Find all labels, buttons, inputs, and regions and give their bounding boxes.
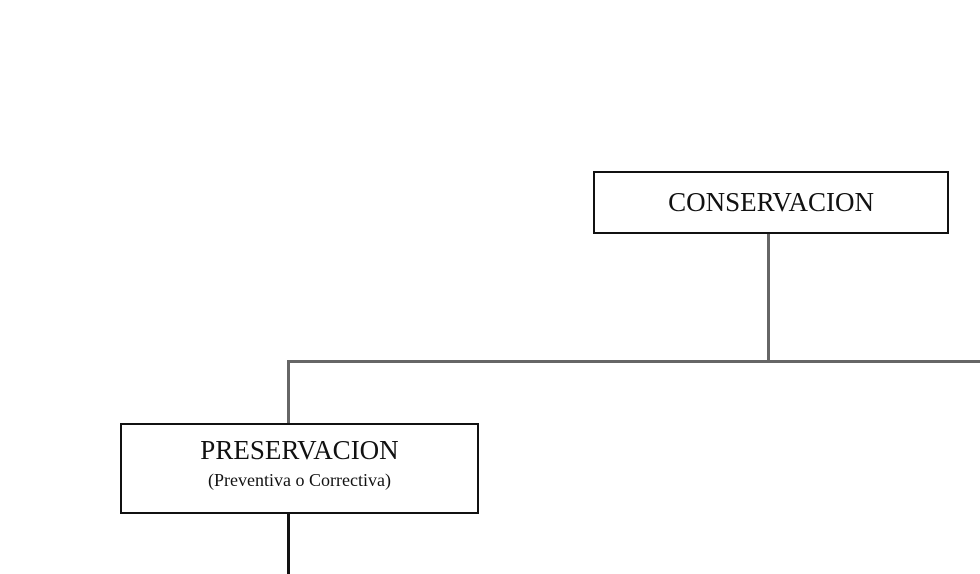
connector-down-to-preservacion (287, 360, 290, 424)
node-label: CONSERVACION (668, 187, 874, 217)
node-preservacion: PRESERVACION (Preventiva o Correctiva) (120, 423, 479, 514)
node-sublabel: (Preventiva o Correctiva) (208, 470, 391, 490)
node-conservacion: CONSERVACION (593, 171, 949, 234)
connector-down-from-conservacion (767, 234, 770, 363)
node-label: PRESERVACION (200, 435, 399, 465)
connector-down-from-preservacion (287, 514, 290, 574)
connector-horizontal (287, 360, 980, 363)
